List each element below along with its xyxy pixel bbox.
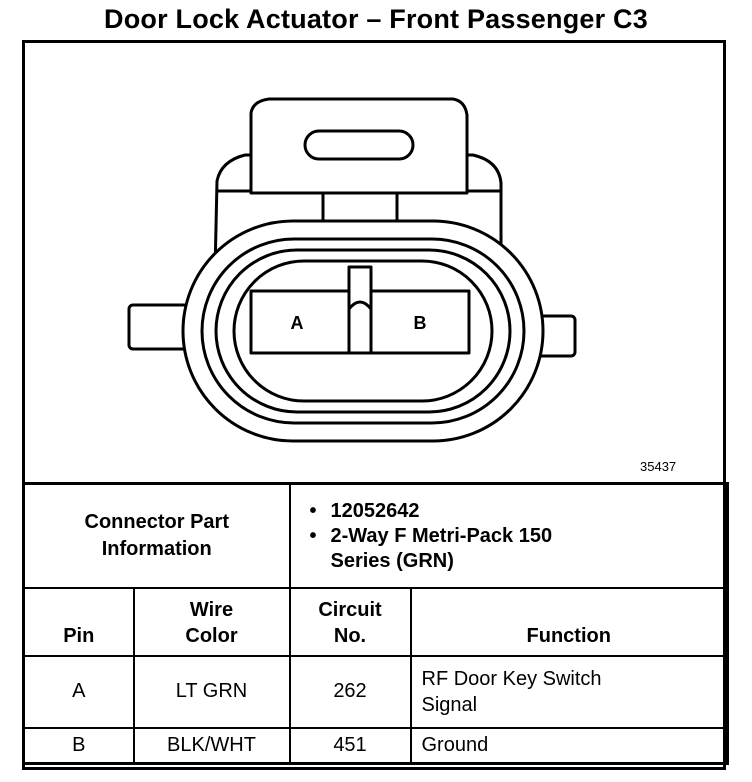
connector-part-label: Connector Part Information (22, 482, 291, 589)
connector-part-label-text: Connector Part Information (84, 510, 229, 560)
part-number: 12052642 (310, 499, 727, 524)
connector-pinout-table: Connector Part Information 12052642 2-Wa… (22, 482, 729, 765)
diagram-frame (22, 40, 726, 770)
pin-label-b: B (414, 313, 427, 333)
wire-color-cell: LT GRN (132, 654, 291, 729)
circuit-cell: 451 (288, 726, 412, 765)
cavity-divider (347, 265, 373, 355)
wire-color-cell: BLK/WHT (132, 726, 291, 765)
header-pin: Pin (22, 586, 135, 657)
connector-part-details: 12052642 2-Way F Metri-Pack 150 Series (… (288, 482, 729, 589)
header-function: Function (409, 586, 729, 657)
connector-type: 2-Way F Metri-Pack 150 Series (GRN) (310, 524, 581, 574)
table-row: A LT GRN 262 RF Door Key Switch Signal (22, 654, 729, 729)
page-title: Door Lock Actuator – Front Passenger C3 (104, 4, 648, 34)
pin-cell: B (22, 726, 135, 765)
header-wire-color: Wire Color (132, 586, 291, 657)
pin-label-a: A (291, 313, 304, 333)
figure-number: 35437 (640, 459, 677, 474)
connector-info-row: Connector Part Information 12052642 2-Wa… (22, 482, 729, 589)
connector-diagram: A B (127, 97, 577, 443)
circuit-cell: 262 (288, 654, 412, 729)
latch-slot (303, 129, 415, 161)
table-row: B BLK/WHT 451 Ground (22, 726, 729, 765)
function-cell: Ground (409, 726, 729, 765)
pin-cell: A (22, 654, 135, 729)
header-circuit-no: Circuit No. (288, 586, 412, 657)
function-cell: RF Door Key Switch Signal (409, 654, 729, 729)
table-header-row: Pin Wire Color Circuit No. Function (22, 586, 729, 657)
